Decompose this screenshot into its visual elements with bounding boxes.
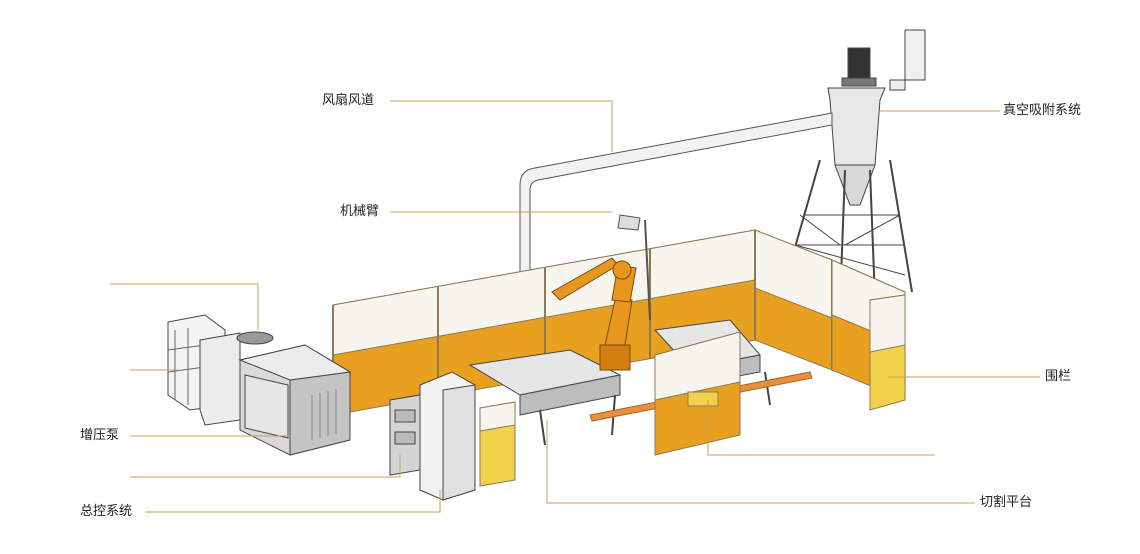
fence-front xyxy=(479,294,906,487)
label-vacuum-system: 真空吸附系统 xyxy=(1003,103,1082,118)
label-fan-duct: 风扇风道 xyxy=(322,93,375,108)
control-cabinet xyxy=(389,371,476,501)
leader-unlabeled-bottom xyxy=(130,455,401,478)
fence-back xyxy=(332,229,906,416)
label-master-control: 总控系统 xyxy=(80,504,133,519)
leader-unlabeled-top xyxy=(110,283,259,330)
leader-cutting-platform xyxy=(546,420,975,504)
label-robot-arm: 机械臂 xyxy=(340,204,380,219)
label-fence: 围栏 xyxy=(1045,369,1072,384)
leader-master-control xyxy=(145,490,441,513)
robot-arm xyxy=(551,214,651,371)
label-cutting-platform: 切割平台 xyxy=(980,495,1033,510)
leader-unlabeled-right xyxy=(707,400,935,456)
leader-lines xyxy=(110,100,1040,513)
vacuum-tower xyxy=(789,29,926,306)
booster-pump-group xyxy=(167,314,352,456)
fan-duct xyxy=(519,112,833,306)
leader-fan-duct xyxy=(390,100,613,152)
label-booster-pump: 增压泵 xyxy=(80,428,120,443)
